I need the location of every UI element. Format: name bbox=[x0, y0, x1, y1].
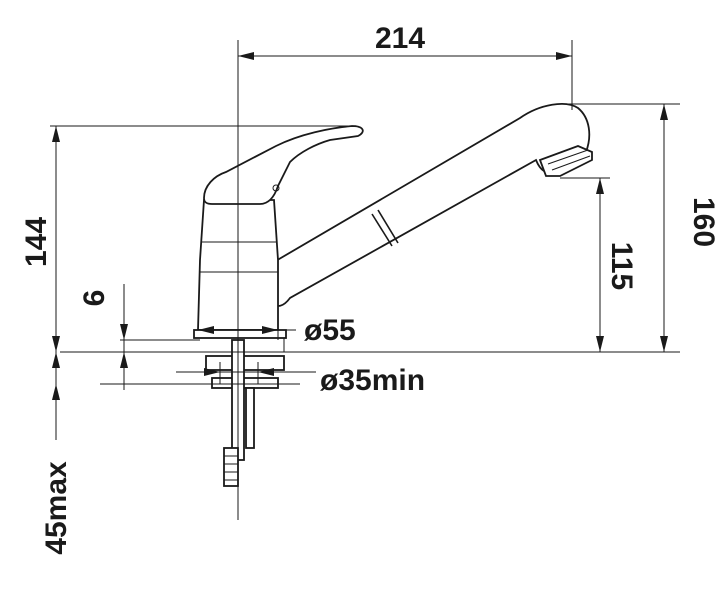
spout-joint-2 bbox=[377, 209, 399, 244]
dim-6-label: 6 bbox=[78, 290, 111, 307]
dimension-6: 6 bbox=[78, 284, 128, 390]
dimension-45max: 45max bbox=[40, 352, 73, 555]
mounting-washer bbox=[205, 355, 285, 371]
dim-35-label: ø35min bbox=[320, 364, 425, 397]
spout-joint bbox=[371, 213, 393, 247]
supply-hose-b bbox=[245, 387, 255, 449]
reference-lines bbox=[50, 40, 680, 520]
lever-handle bbox=[203, 125, 364, 205]
fitting-grip bbox=[224, 455, 238, 481]
mounting-nut bbox=[211, 377, 279, 389]
faucet-outline bbox=[193, 103, 593, 487]
dim-160-label: 160 bbox=[687, 197, 720, 247]
lever-screw bbox=[272, 184, 280, 192]
aerator-ring bbox=[547, 149, 591, 171]
dim-214-label: 214 bbox=[375, 22, 425, 55]
dimension-214: 214 bbox=[238, 22, 572, 60]
dim-45max-label: 45max bbox=[40, 461, 73, 555]
dim-115-label: 115 bbox=[605, 242, 638, 290]
dimension-diameter-35: ø35min bbox=[176, 362, 425, 397]
dimension-115: 115 bbox=[596, 178, 638, 352]
dimension-144: 144 bbox=[20, 126, 60, 352]
dimension-160: 160 bbox=[660, 104, 720, 352]
dim-144-label: 144 bbox=[20, 217, 53, 267]
dimension-diameter-55: ø55 bbox=[198, 314, 356, 347]
dim-55-label: ø55 bbox=[304, 314, 356, 347]
